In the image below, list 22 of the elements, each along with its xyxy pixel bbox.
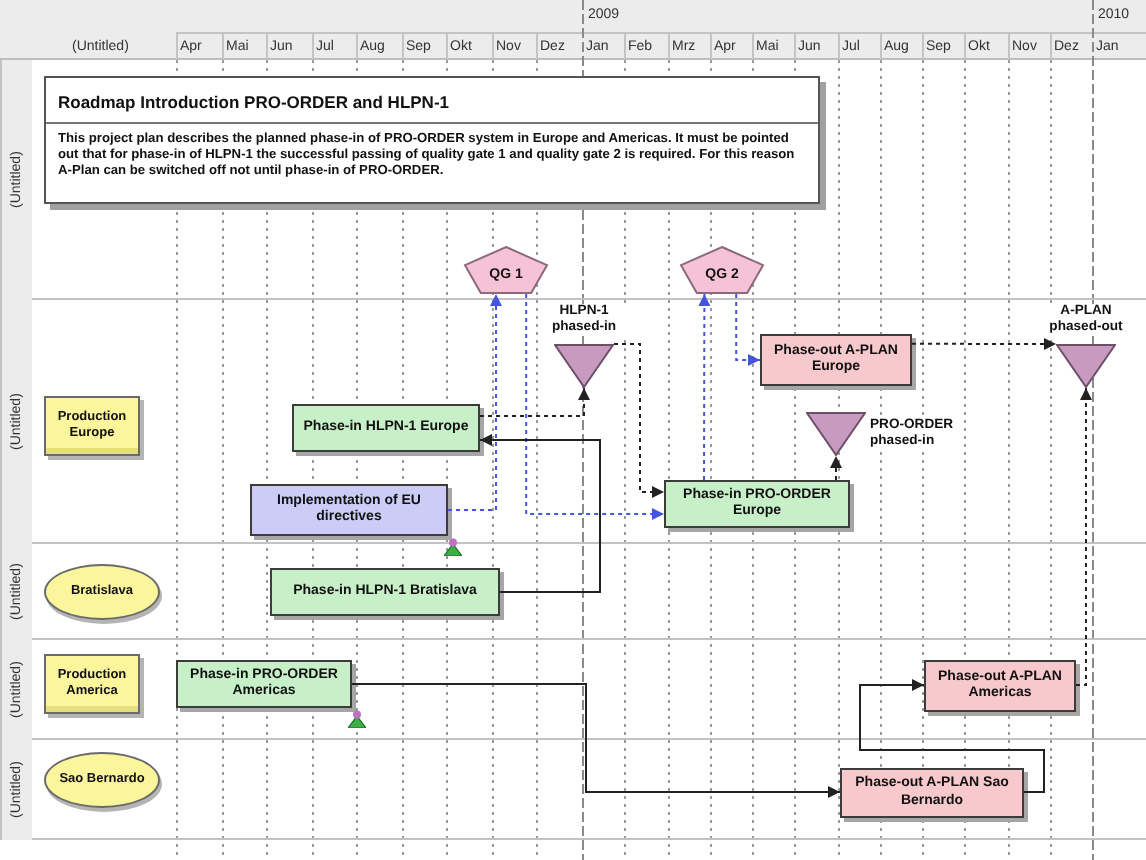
arrow xyxy=(830,455,842,481)
milestone-triangle xyxy=(1056,344,1116,388)
milestone-triangle xyxy=(554,344,614,388)
arrow xyxy=(479,387,590,417)
milestone-triangle xyxy=(806,412,866,456)
arrow xyxy=(1075,387,1092,686)
arrow xyxy=(479,434,601,593)
arrow xyxy=(525,293,665,520)
swimlane xyxy=(0,640,1146,740)
arrow xyxy=(859,679,1045,793)
arrow xyxy=(698,293,711,481)
arrow xyxy=(911,338,1057,350)
arrow xyxy=(735,293,761,366)
arrow xyxy=(447,293,502,511)
swimlane xyxy=(0,740,1146,840)
arrow xyxy=(351,683,841,798)
swimlane xyxy=(0,544,1146,640)
swimlane xyxy=(0,60,1146,300)
info-panel xyxy=(44,76,820,204)
arrow xyxy=(613,343,665,498)
subtitle: Roadmap Introduction PRO-ORDER and HLPN-1 xyxy=(58,92,449,112)
swimlane xyxy=(0,300,1146,544)
